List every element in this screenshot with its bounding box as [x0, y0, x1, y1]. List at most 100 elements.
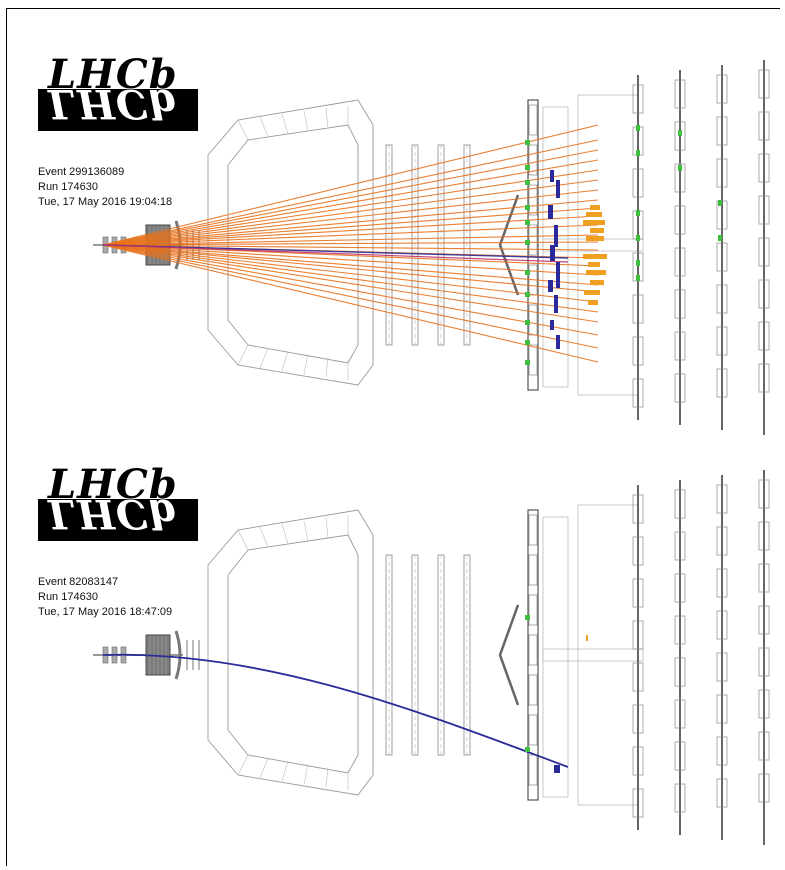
muon-chamber	[716, 568, 728, 598]
orange-track	[102, 244, 599, 293]
muon-chamber	[716, 74, 728, 104]
magnet-wire	[325, 356, 329, 378]
calo-cell	[528, 514, 538, 546]
magnet-wire	[303, 763, 309, 785]
magnet-wire	[325, 107, 329, 129]
lhcb-logo-text: LHCb	[48, 461, 178, 508]
event-display-panel-1: LHCb LHCb Event 299136089 Run 174630 Tue…	[8, 30, 780, 450]
muon-chamber	[674, 205, 686, 235]
calo-cell	[528, 144, 538, 176]
muon-chamber	[716, 652, 728, 682]
muon-chamber	[758, 731, 770, 761]
lhcb-logo-bar: LHCb	[38, 89, 198, 131]
muon-hit	[636, 210, 640, 216]
hcal-deposit	[556, 262, 560, 288]
calo-cell	[528, 754, 538, 786]
calo-hit	[525, 747, 530, 752]
ecal-deposit	[588, 300, 598, 305]
lhcb-logo-text: LHCb	[48, 51, 178, 98]
muon-chamber	[632, 746, 644, 776]
magnet-wire	[259, 757, 269, 779]
ecal-deposit	[586, 212, 602, 217]
muon-chamber	[674, 657, 686, 687]
beam-plug	[542, 648, 644, 662]
muon-chamber	[716, 116, 728, 146]
calo-cell	[528, 554, 538, 586]
muon-chamber	[716, 284, 728, 314]
calo-hit	[525, 240, 530, 245]
calo-cell	[528, 344, 538, 376]
muon-track	[102, 244, 569, 263]
muon-chamber	[758, 69, 770, 99]
muon-chamber	[632, 788, 644, 818]
magnet-wire	[303, 353, 309, 375]
muon-chamber	[632, 294, 644, 324]
lhcb-logo-mirrored-text: LHCb	[48, 499, 178, 537]
calo-hit	[525, 140, 530, 145]
hcal-outline	[577, 94, 639, 396]
muon-chamber	[758, 773, 770, 803]
muon-chamber	[758, 563, 770, 593]
calo-hit	[525, 340, 530, 345]
muon-chamber	[674, 331, 686, 361]
ecal-outline	[542, 516, 569, 798]
lhcb-logo: LHCb LHCb	[38, 51, 198, 131]
muon-chamber	[632, 662, 644, 692]
muon-chamber	[716, 610, 728, 640]
calo-hit	[525, 320, 530, 325]
orange-track	[102, 159, 599, 246]
hcal-deposit	[556, 180, 560, 198]
muon-chamber	[758, 521, 770, 551]
muon-chamber	[758, 321, 770, 351]
ecal-deposit	[583, 254, 607, 259]
run-number: Run 174630	[38, 181, 98, 193]
muon-track	[102, 244, 569, 259]
lhcb-logo: LHCb LHCb	[38, 461, 198, 541]
muon-chamber	[758, 363, 770, 393]
muon-chamber	[674, 783, 686, 813]
muon-chamber	[716, 368, 728, 398]
spd-ps-plane	[527, 509, 539, 801]
muon-chamber	[674, 373, 686, 403]
ecal-deposit	[584, 290, 600, 295]
orange-track	[102, 244, 599, 323]
magnet-wire	[281, 760, 289, 782]
orange-track	[102, 124, 599, 246]
calo-hit	[525, 180, 530, 185]
muon-track	[102, 653, 569, 768]
orange-track	[102, 244, 599, 251]
muon-hit	[636, 275, 640, 281]
rich2-mirror	[498, 604, 520, 706]
orange-track	[102, 179, 599, 246]
muon-chamber	[632, 84, 644, 114]
muon-chamber	[758, 689, 770, 719]
magnet-wire	[237, 754, 249, 776]
muon-hit	[718, 200, 722, 206]
event-number: Event 82083147	[38, 576, 119, 588]
orange-track	[102, 244, 599, 276]
calo-cell	[528, 104, 538, 136]
muon-hit	[718, 235, 722, 241]
hcal-deposit	[548, 280, 553, 292]
hcal-deposit	[556, 335, 560, 349]
muon-chamber	[716, 778, 728, 808]
detector-view-2	[93, 470, 770, 845]
magnet-wire	[303, 520, 309, 542]
orange-track	[102, 207, 599, 246]
muon-chamber	[716, 242, 728, 272]
magnet-wire	[237, 344, 249, 366]
hcal-deposit	[554, 225, 558, 247]
muon-chamber	[716, 326, 728, 356]
orange-track	[102, 244, 599, 336]
muon-hit	[678, 130, 682, 136]
orange-track	[102, 234, 599, 246]
magnet-wire	[259, 526, 269, 548]
muon-chamber	[758, 279, 770, 309]
magnet-wire	[237, 529, 249, 551]
muon-chamber	[674, 615, 686, 645]
event-timestamp: Tue, 17 May 2016 18:47:09	[38, 606, 173, 618]
calo-hit	[525, 220, 530, 225]
magnet-wire	[259, 347, 269, 369]
muon-chamber	[632, 620, 644, 650]
orange-track	[102, 149, 599, 246]
